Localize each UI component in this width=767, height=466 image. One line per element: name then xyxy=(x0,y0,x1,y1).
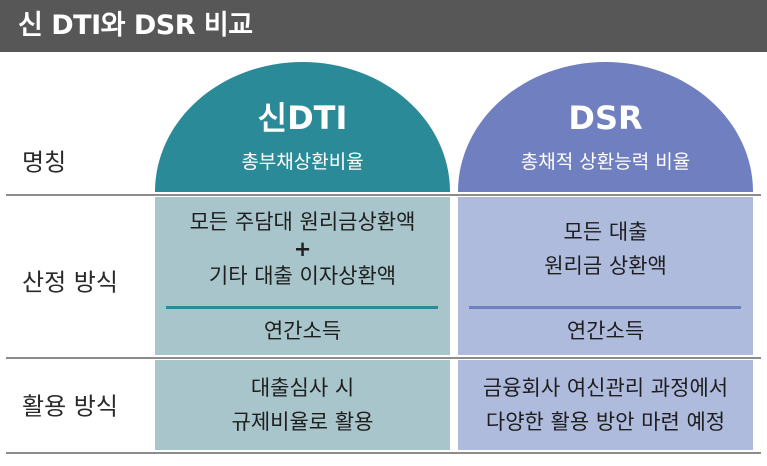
row-label-name: 명칭 xyxy=(22,148,67,177)
dti-calc-cell: 모든 주담대 원리금상환액 + 기타 대출 이자상환액 연간소득 xyxy=(155,197,450,355)
dti-name: 신DTI xyxy=(257,99,348,137)
dti-numerator: 모든 주담대 원리금상환액 + 기타 대출 이자상환액 xyxy=(190,197,416,300)
dsr-numerator-line-2: 원리금 상환액 xyxy=(544,253,667,278)
dsr-usage-line-2: 다양한 활용 방안 마련 예정 xyxy=(485,410,726,434)
dsr-numerator: 모든 대출 원리금 상환액 xyxy=(544,197,667,300)
plus-sign: + xyxy=(293,236,312,261)
divider-calc-row xyxy=(6,357,761,359)
dsr-calc-cell: 모든 대출 원리금 상환액 연간소득 xyxy=(458,197,753,355)
dti-numerator-line-1: 모든 주담대 원리금상환액 xyxy=(189,209,416,234)
dti-usage-line-1: 대출심사 시 xyxy=(250,376,355,400)
dsr-usage-line-1: 금융회사 여신관리 과정에서 xyxy=(482,376,729,400)
dsr-denominator: 연간소득 xyxy=(566,319,645,343)
dti-subtitle: 총부채상환비율 xyxy=(241,151,364,173)
dti-usage-line-2: 규제비율로 활용 xyxy=(231,410,374,434)
dsr-numerator-line-1: 모든 대출 xyxy=(563,219,648,244)
row-label-calc: 산정 방식 xyxy=(22,268,118,297)
row-label-usage: 활용 방식 xyxy=(22,392,118,421)
dsr-header: DSR 총채적 상환능력 비율 xyxy=(458,62,753,192)
dti-header: 신DTI 총부채상환비율 xyxy=(155,62,450,192)
dti-fraction-line xyxy=(166,306,438,309)
divider-bottom xyxy=(6,452,761,454)
page-title: 신 DTI와 DSR 비교 xyxy=(0,0,767,52)
divider-name-row xyxy=(6,194,761,196)
dsr-subtitle: 총채적 상환능력 비율 xyxy=(520,151,691,173)
dsr-fraction-line xyxy=(469,306,741,309)
dti-denominator: 연간소득 xyxy=(263,319,342,343)
dsr-usage-cell: 금융회사 여신관리 과정에서 다양한 활용 방안 마련 예정 xyxy=(458,360,753,450)
dti-usage-cell: 대출심사 시 규제비율로 활용 xyxy=(155,360,450,450)
dti-numerator-line-2: 기타 대출 이자상환액 xyxy=(208,263,397,288)
dsr-name: DSR xyxy=(568,99,643,137)
